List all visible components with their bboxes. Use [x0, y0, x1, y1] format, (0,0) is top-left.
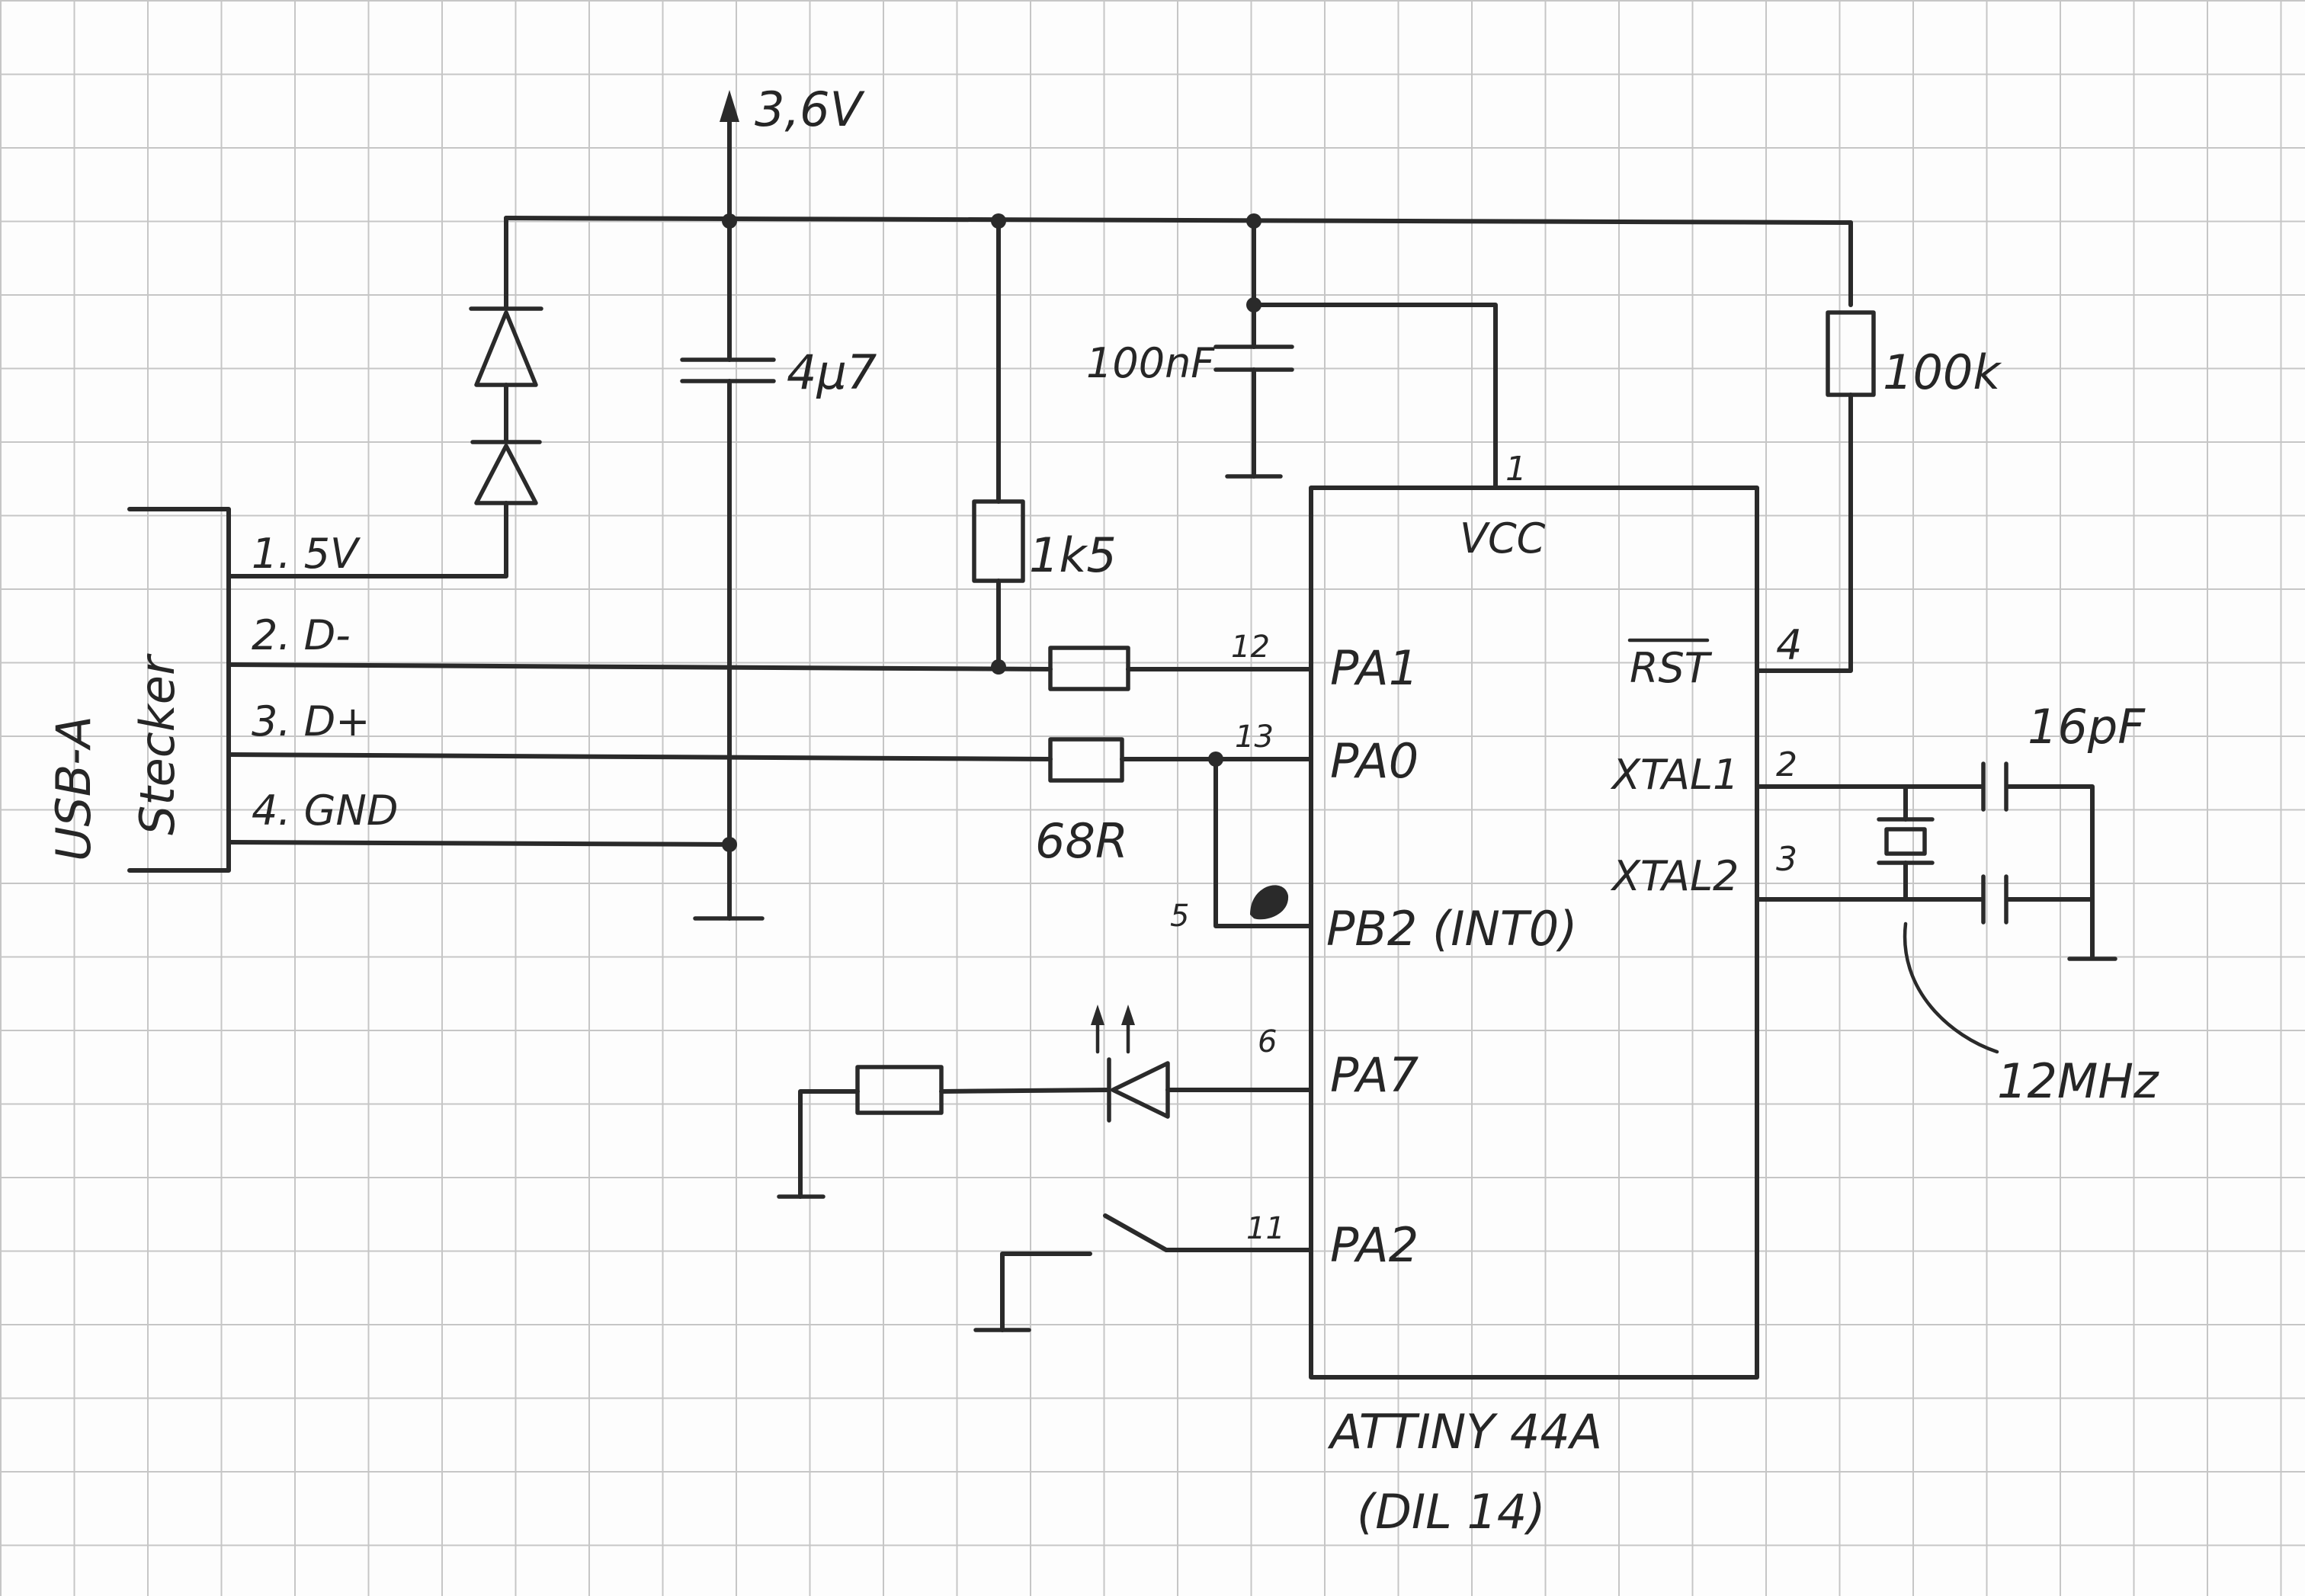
series-resistors: 68R — [1035, 646, 1313, 869]
ic-pin-pa0: PA0 — [1330, 733, 1419, 789]
ic-pin-xtal1: XTAL1 — [1610, 751, 1739, 799]
ic-pin-number-xtal1: 2 — [1776, 745, 1797, 784]
usb-pin-4: 4. GND — [252, 787, 399, 835]
ic-pin-number-pb2: 5 — [1170, 899, 1189, 934]
reset-resistor: 100k — [1755, 310, 2002, 673]
series-diodes — [469, 216, 543, 505]
ic-package: (DIL 14) — [1357, 1484, 1546, 1540]
ic-pin-pa1: PA1 — [1330, 640, 1419, 696]
usb-wires — [226, 501, 1053, 847]
supply-voltage-label: 3,6V — [755, 82, 866, 137]
supply-rail — [504, 216, 1853, 307]
usb-subtitle: Stecker — [130, 653, 185, 835]
ic-rst-label: RST — [1630, 644, 1713, 692]
usb-pin-1: 1. 5V — [252, 530, 361, 578]
ic-vcc-pin: 1 — [1505, 450, 1527, 489]
crystal-network: 16pF 12MHz — [1755, 699, 2159, 1109]
crystal-value: 12MHz — [1997, 1053, 2159, 1109]
ic-pin-number-pa7: 6 — [1258, 1024, 1277, 1059]
usb-pin-3: 3. D+ — [252, 697, 370, 745]
reset-resistor-value: 100k — [1883, 345, 2002, 400]
led-branch — [777, 1005, 1313, 1199]
ic-pin-pa2: PA2 — [1330, 1217, 1419, 1273]
int0-link — [1208, 752, 1313, 928]
ic-pin-number-pa0: 13 — [1235, 719, 1274, 755]
ic-pin-pb2: PB2 (INT0) — [1326, 901, 1577, 957]
ic-attiny44a: VCC 1 RST 4 12 PA1 13 PA0 5 PB2 (INT0) 6… — [1170, 450, 1802, 1380]
bulk-capacitor: 4μ7 — [680, 213, 877, 921]
ic-pin-number-xtal2: 3 — [1776, 840, 1797, 879]
ic-pin-pa7: PA7 — [1330, 1047, 1419, 1103]
ic-pin-number-pa2: 11 — [1246, 1211, 1285, 1246]
usb-title: USB-A — [46, 716, 101, 861]
pullup-resistor-value: 1k5 — [1029, 527, 1117, 583]
ic-rst-pin: 4 — [1776, 621, 1802, 669]
decoupling-capacitor: 100nF — [1086, 213, 1498, 490]
supply-arrow: 3,6V — [720, 82, 866, 223]
ic-name: ATTINY 44A — [1327, 1404, 1602, 1460]
pullup-resistor: 1k5 — [972, 213, 1117, 675]
decoupling-capacitor-value: 100nF — [1086, 339, 1215, 387]
ic-pin-number-pa1: 12 — [1231, 630, 1270, 665]
crystal-caps-value: 16pF — [2028, 699, 2146, 755]
push-button — [973, 1213, 1313, 1332]
ic-vcc-label: VCC — [1460, 514, 1546, 562]
usb-connector: USB-A Stecker 1. 5V 2. D- 3. D+ 4. GND — [46, 507, 399, 873]
bulk-capacitor-value: 4μ7 — [787, 345, 877, 400]
series-resistor-value: 68R — [1035, 813, 1128, 869]
ic-pin-xtal2: XTAL2 — [1610, 852, 1739, 900]
usb-pin-2: 2. D- — [252, 611, 351, 659]
